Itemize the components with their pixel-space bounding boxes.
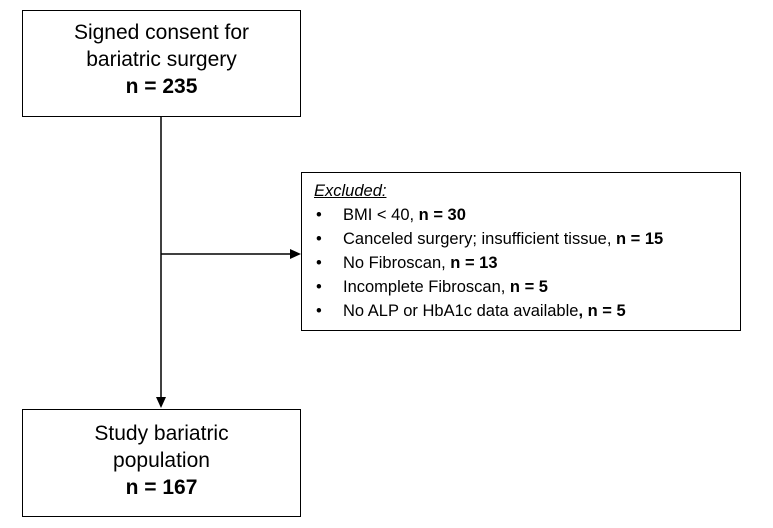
excluded-list: • BMI < 40, n = 30 • Canceled surgery; ins… (314, 203, 740, 323)
excluded-item-text: BMI < 40, (343, 206, 419, 224)
excluded-item-count: n = 5 (509, 278, 548, 296)
bullet-icon: • (316, 230, 322, 248)
consent-line-1: Signed consent for (73, 21, 250, 44)
right-arrowhead (290, 249, 301, 259)
bullet-icon: • (316, 302, 322, 320)
consent-count: n = 235 (125, 75, 198, 98)
population-line-2: population (113, 449, 210, 472)
down-arrowhead (156, 397, 166, 408)
excluded-item-bmi: • BMI < 40, n = 30 (314, 203, 740, 227)
excluded-box: Excluded: • BMI < 40, n = 30 • Canceled su… (301, 172, 741, 331)
excluded-item-no-fibroscan: • No Fibroscan, n = 13 (314, 251, 740, 275)
excluded-item-text: No ALP or HbA1c data available (343, 302, 579, 320)
excluded-item-count: n = 13 (450, 254, 498, 272)
excluded-item-no-alp-hba1c: • No ALP or HbA1c data available, n = 5 (314, 299, 740, 323)
excluded-item-text: No Fibroscan, (343, 254, 451, 272)
excluded-item-text: Incomplete Fibroscan, (343, 278, 510, 296)
excluded-title: Excluded: (314, 182, 387, 200)
excluded-item-canceled: •Canceled surgery; insufficient tissue, … (314, 227, 740, 251)
population-line-1: Study bariatric (94, 422, 229, 445)
excluded-item-text: Canceled surgery; insufficient tissue, (343, 230, 616, 248)
excluded-item-count: , n = 5 (578, 302, 626, 320)
bullet-icon: • (316, 254, 322, 272)
bullet-icon: • (316, 278, 322, 296)
consent-line-2: bariatric surgery (86, 48, 237, 71)
excluded-item-count: n = 30 (418, 206, 466, 224)
study-population-box: Study bariatric population n = 167 (22, 409, 301, 517)
bullet-icon: • (316, 206, 322, 224)
consent-box: Signed consent for bariatric surgery n =… (22, 10, 301, 117)
excluded-item-count: n = 15 (616, 230, 664, 248)
population-count: n = 167 (125, 476, 198, 499)
excluded-item-incomplete-fibroscan: • Incomplete Fibroscan, n = 5 (314, 275, 740, 299)
